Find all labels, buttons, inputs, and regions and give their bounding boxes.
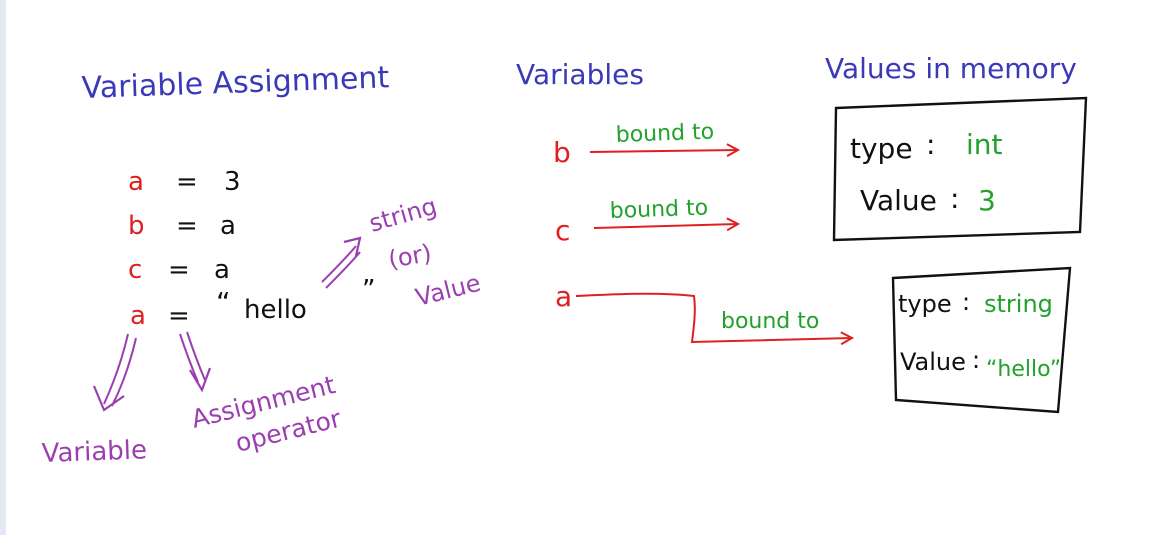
statement-operator: = <box>168 255 190 285</box>
value-key: Value <box>860 184 937 217</box>
statement-variable: a <box>128 167 144 197</box>
statement-variable: b <box>128 211 145 241</box>
memory-box-string: type : string Value : “hello” <box>891 266 1072 414</box>
window-edge <box>0 0 6 535</box>
variable-annotation: Variable <box>41 333 147 469</box>
binding-c: c bound to <box>555 196 738 247</box>
string-label-line1: string <box>366 192 440 238</box>
statement-operator: = <box>176 167 198 197</box>
value-key: Value <box>900 348 966 376</box>
heading-variables: Variables <box>516 58 644 91</box>
type-value: int <box>966 128 1003 161</box>
statement-value: hello <box>244 295 307 325</box>
statement-variable: c <box>128 255 142 285</box>
statement-2: b = a <box>128 211 236 241</box>
statement-operator: = <box>176 211 198 241</box>
binding-variable: b <box>553 136 571 169</box>
string-label-line3: Value <box>413 269 484 312</box>
value-colon: : <box>972 346 980 374</box>
value-value: “hello” <box>986 357 1061 382</box>
statement-4: a = “ hello ” <box>130 275 375 331</box>
statement-variable: a <box>130 301 146 331</box>
string-annotation: string (or) Value <box>321 192 484 312</box>
statement-3: c = a <box>128 255 230 285</box>
binding-variable: a <box>555 280 572 313</box>
statement-open-quote: “ <box>216 286 231 319</box>
string-label-line2: (or) <box>386 239 433 274</box>
binding-a: a bound to <box>555 280 852 342</box>
binding-label: bound to <box>615 120 714 148</box>
type-colon: : <box>926 128 935 161</box>
memory-box-int: type : int Value : 3 <box>832 96 1088 242</box>
value-colon: : <box>950 182 959 215</box>
binding-label: bound to <box>721 309 819 334</box>
type-key: type <box>850 132 913 165</box>
statement-close-quote: ” <box>362 275 375 305</box>
heading-variable-assignment: Variable Assignment <box>81 60 390 106</box>
binding-label: bound to <box>609 196 708 224</box>
statement-value: a <box>214 255 230 285</box>
binding-b: b bound to <box>553 120 738 169</box>
type-colon: : <box>962 288 970 316</box>
statement-value: 3 <box>224 167 241 197</box>
value-value: 3 <box>978 184 996 217</box>
binding-variable: c <box>555 214 570 247</box>
statement-value: a <box>220 211 236 241</box>
operator-annotation: Assignment operator <box>179 331 344 458</box>
type-value: string <box>984 290 1053 318</box>
heading-values-in-memory: Values in memory <box>825 52 1077 85</box>
variable-label: Variable <box>41 435 147 469</box>
type-key: type <box>898 290 952 318</box>
statement-1: a = 3 <box>128 167 241 197</box>
statement-operator: = <box>168 301 190 331</box>
